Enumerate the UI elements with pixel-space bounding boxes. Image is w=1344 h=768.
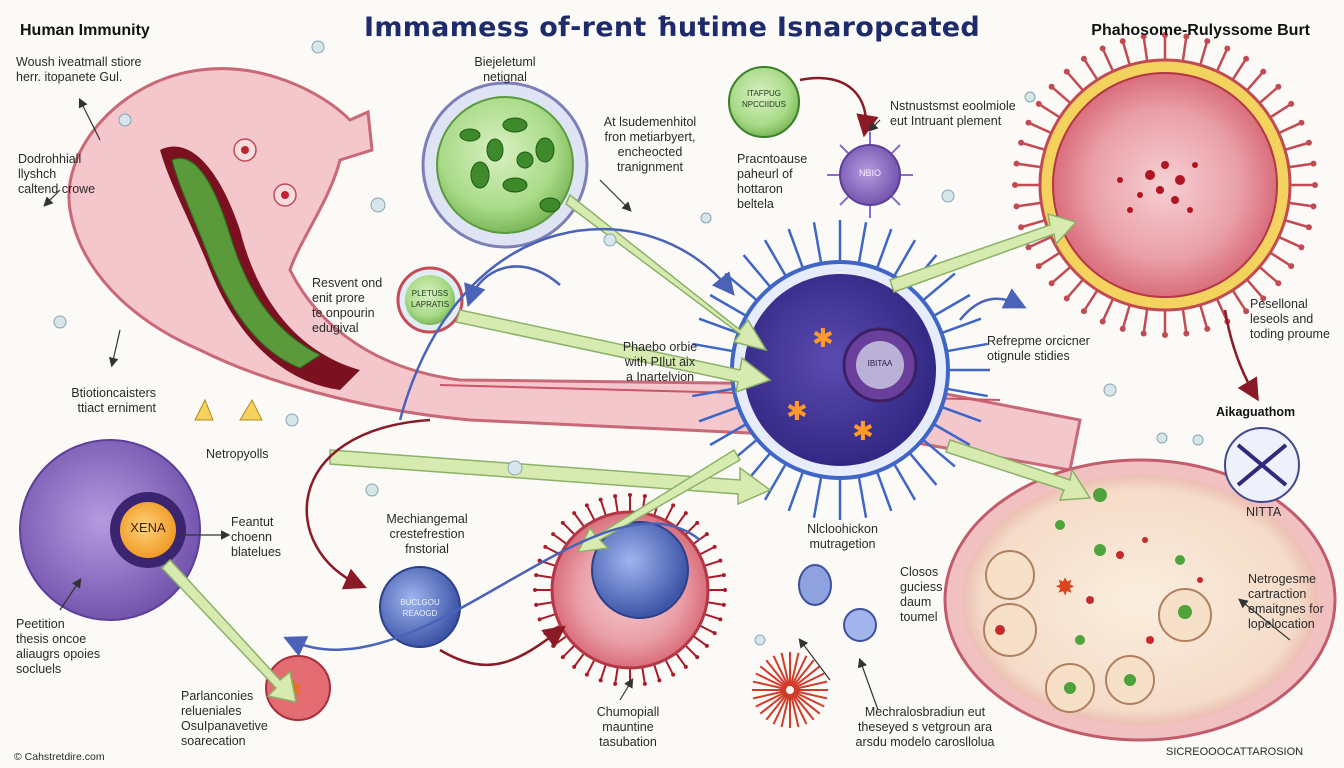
central-nucleus-label: IBITAA bbox=[867, 359, 893, 368]
label-top-right: Nstnustsmst eoolmiole eut Intruant pleme… bbox=[890, 99, 1016, 128]
neutrophil-arrows bbox=[194, 398, 263, 421]
virus-label: NBIO bbox=[858, 168, 881, 178]
purple-nucleus-label: XENA bbox=[130, 520, 166, 535]
virus-icon bbox=[827, 132, 913, 218]
label-refreshing: Refrepme orcicner otignule stidies bbox=[987, 334, 1090, 363]
label-mechanics-bottom: Mechralosbradiun eut theseyed s vetgroun… bbox=[855, 705, 995, 749]
label-feature: Feantut choenn blatelues bbox=[231, 515, 282, 559]
label-alkaguathom: Aikaguathom bbox=[1216, 405, 1296, 419]
lymphocyte-icon bbox=[19, 439, 201, 621]
label-neutrophils: Netropyolls bbox=[206, 447, 269, 461]
small-green-cell-icon bbox=[728, 66, 800, 138]
label-left-mid: Dodrohhiall llyshch caltend crowe bbox=[18, 152, 96, 196]
blue-flow-arrows bbox=[283, 227, 1027, 657]
label-top-left: Woush iveatmall stiore herr. itopanete G… bbox=[16, 55, 142, 84]
label-green-cell: Biejeletuml netignal bbox=[474, 55, 536, 84]
red-flow-arrows bbox=[305, 76, 1259, 666]
label-chumopiall: Chumopiall mauntine tasubation bbox=[596, 705, 660, 749]
label-nucleation: Nlcloohickon mutragetion bbox=[807, 522, 878, 551]
svg-text:✱: ✱ bbox=[786, 397, 808, 427]
bottom-logo-text: SICREOOOCATTAROSION bbox=[1166, 746, 1304, 758]
transport-arrows bbox=[160, 193, 1092, 703]
left-header-title: Human Immunity bbox=[20, 22, 150, 39]
svg-text:✱: ✱ bbox=[852, 417, 874, 447]
green-small-label: PLETUSS LAPRATIS bbox=[410, 289, 450, 309]
bacterium-icon bbox=[752, 652, 828, 728]
red-cell-icon bbox=[1012, 32, 1318, 338]
blue-cell-icon bbox=[379, 566, 461, 648]
blue-small-label: BUCLGOU REAOGD bbox=[400, 598, 440, 618]
label-closing: Closos guciess daum toumel bbox=[900, 565, 943, 624]
label-phagocyte: Phaebo orbie with PIlut aix a Inartelvio… bbox=[622, 340, 698, 384]
antibody-icon bbox=[1224, 427, 1300, 503]
label-parlanconies: Parlanconies relueniales OsuIpanavetive … bbox=[181, 689, 268, 748]
right-header-title: Phahosome-Rulyssome Burt bbox=[1091, 22, 1310, 39]
label-netrogesme: Netrogesme cartraction emaitgnes for lop… bbox=[1248, 572, 1324, 631]
label-virus: Pracntoause paheurl of hottaron beltela bbox=[737, 152, 808, 211]
scattered-particles bbox=[53, 40, 1204, 646]
label-transport: At lsudemenhitol fron metiarbyert, enche… bbox=[603, 115, 697, 174]
copyright-text: © Cahstretdire.com bbox=[14, 751, 105, 763]
label-positional: Pesellonal leseols and toding proume bbox=[1250, 297, 1330, 341]
green-cell-icon bbox=[421, 81, 589, 249]
phagocyte-icon: ✱ ✱ ✱ bbox=[690, 220, 990, 520]
svg-text:✱: ✱ bbox=[812, 324, 834, 354]
label-mechanical: Mechiangemal crestefrestion fnstorial bbox=[386, 512, 468, 556]
label-biotic: Btiotioncaisters ttiact erniment bbox=[71, 386, 156, 415]
label-position-bottom: Peetition thesis oncoe aliaugrs opoies s… bbox=[16, 617, 101, 676]
svg-text:✸: ✸ bbox=[1055, 573, 1075, 601]
label-nitta: NITTA bbox=[1246, 505, 1282, 519]
leader-arrows bbox=[43, 97, 1291, 711]
label-resvent: Resvent ond enit prore te onpourin edugi… bbox=[312, 276, 383, 335]
main-title: Immamess of‑rent ħutime Isnaropcated bbox=[363, 12, 981, 43]
small-particle-icon bbox=[798, 564, 877, 642]
green-top-label: ITAFPUG NPCCIIDUS bbox=[741, 89, 786, 109]
large-tissue-cell-icon: ✸ bbox=[943, 458, 1337, 742]
